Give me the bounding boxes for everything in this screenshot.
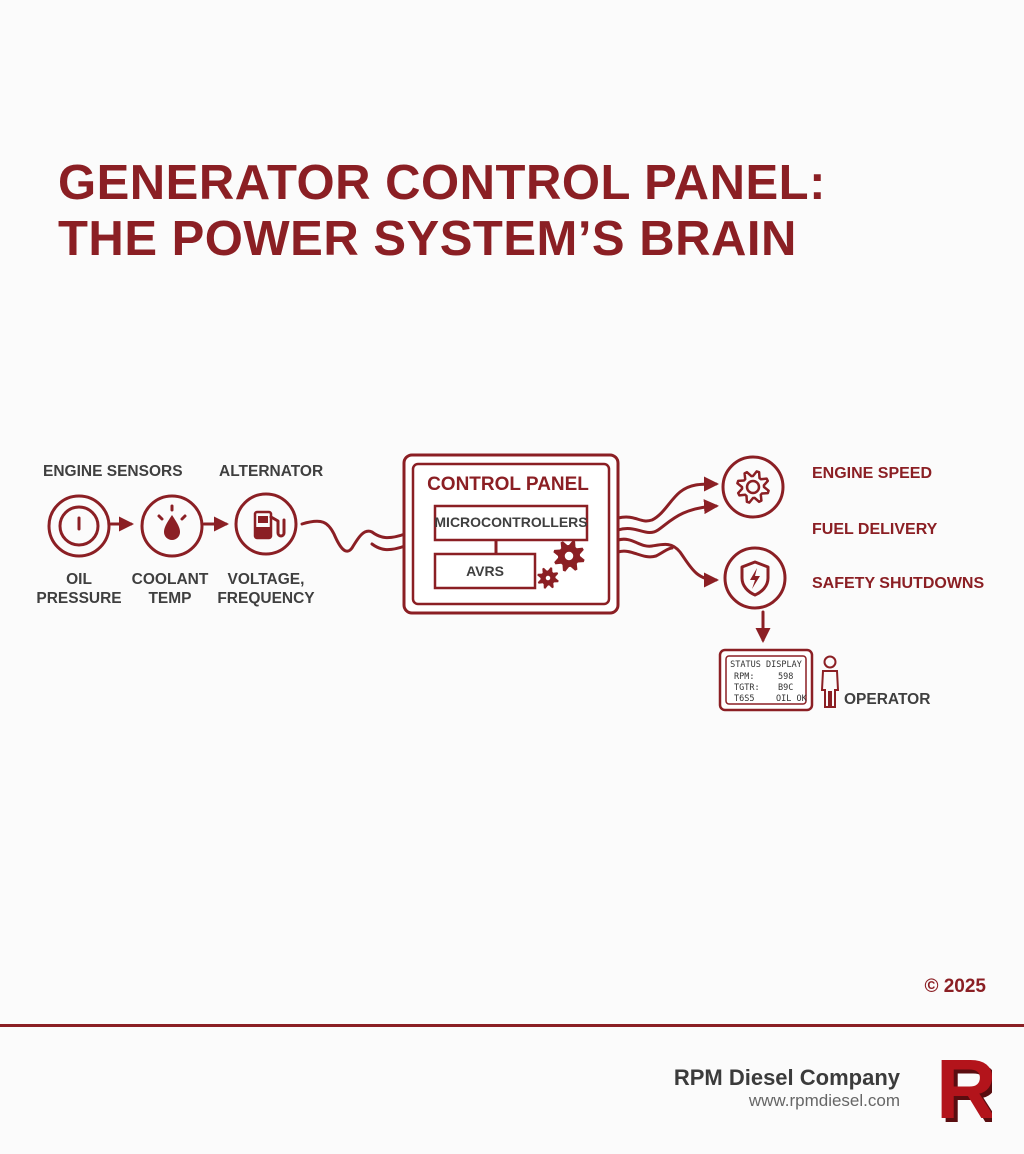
title-line-1: GENERATOR CONTROL PANEL: — [58, 156, 826, 210]
status-row-2-key: TGTR: — [734, 683, 760, 693]
logo-letter: R — [936, 1052, 992, 1126]
control-panel-title: CONTROL PANEL — [427, 474, 589, 495]
operator-person-icon — [820, 655, 840, 708]
gear-small-icon — [537, 567, 559, 589]
engine-speed-gear-icon — [721, 455, 785, 519]
gear-body — [736, 470, 770, 504]
status-display-title: STATUS DISPLAY — [730, 660, 802, 670]
signal-wave-input — [300, 519, 407, 553]
signal-wave-fuel-delivery — [616, 499, 719, 535]
gear-hub — [543, 573, 553, 583]
status-row-2-val: B9C — [778, 683, 793, 693]
status-row-1-key: RPM: — [734, 672, 754, 682]
operator-label: OPERATOR — [844, 691, 930, 708]
copyright: © 2025 — [924, 976, 986, 997]
coolant-label-line-2: TEMP — [148, 590, 191, 607]
safety-shutdowns-label: SAFETY SHUTDOWNS — [812, 575, 984, 592]
gear-hub — [562, 549, 576, 563]
engine-speed-label: ENGINE SPEED — [812, 465, 932, 482]
microcontrollers-label: MICROCONTROLLERS — [434, 514, 587, 530]
fuel-delivery-label: FUEL DELIVERY — [812, 521, 938, 538]
logo-letter-shadow: R — [940, 1052, 992, 1126]
footer-divider — [0, 1024, 1024, 1027]
oil-pressure-gauge-icon — [47, 494, 111, 558]
gear-large-icon — [553, 540, 585, 572]
rpm-logo-icon: R R — [936, 1052, 992, 1126]
status-display — [718, 648, 814, 712]
voltage-label-line-2: FREQUENCY — [217, 590, 315, 607]
signal-wave-engine-speed — [616, 476, 719, 523]
gear-hub — [745, 479, 761, 495]
status-row-3-val: OIL OK — [776, 694, 808, 704]
page-title: GENERATOR CONTROL PANEL: THE POWER SYSTE… — [58, 155, 826, 267]
alternator-fuel-pump-icon — [234, 492, 298, 556]
company-website[interactable]: www.rpmdiesel.com — [748, 1091, 900, 1110]
title-line-2: THE POWER SYSTEM’S BRAIN — [58, 212, 797, 266]
status-row-1-val: 598 — [778, 672, 793, 682]
safety-shield-icon — [723, 546, 787, 610]
status-row-3-key: T6S5 — [734, 694, 754, 704]
microcontrollers-box — [433, 504, 589, 542]
signal-wave-safety — [616, 537, 719, 588]
voltage-label-line-1: VOLTAGE, — [228, 571, 305, 588]
company-name: RPM Diesel Company — [673, 1065, 900, 1090]
coolant-label-line-1: COOLANT — [132, 571, 209, 588]
signal-wave-input-2 — [370, 542, 407, 552]
alternator-label: ALTERNATOR — [219, 463, 323, 480]
engine-sensors-label: ENGINE SENSORS — [43, 463, 183, 480]
avrs-box — [433, 552, 537, 590]
signal-wave-safety-2 — [616, 546, 674, 559]
oil-label-line-1: OIL — [66, 571, 92, 588]
oil-label-line-2: PRESSURE — [36, 590, 121, 607]
coolant-drop-icon — [140, 494, 204, 558]
avrs-label: AVRS — [466, 563, 504, 579]
